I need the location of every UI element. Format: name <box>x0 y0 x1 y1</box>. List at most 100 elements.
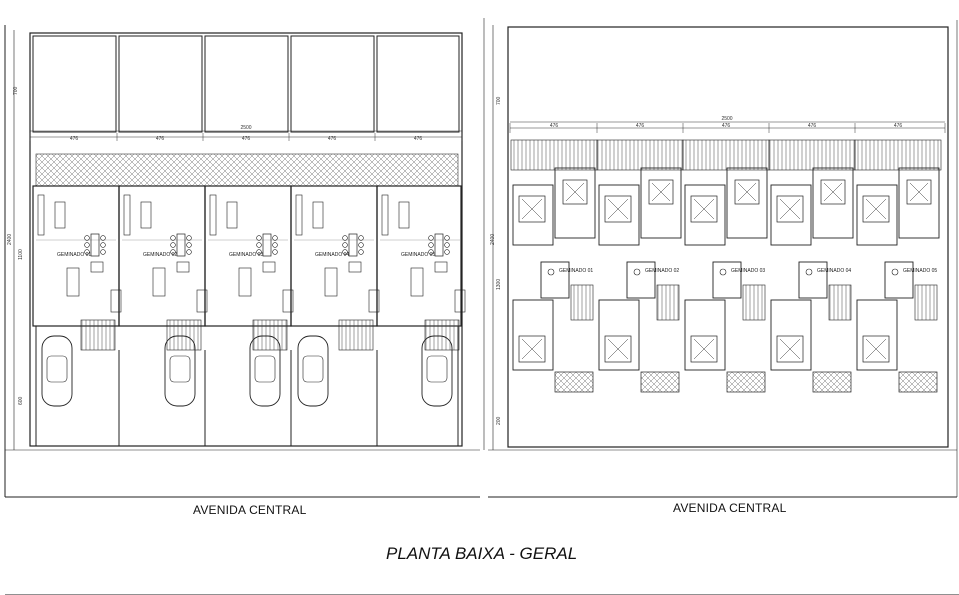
bathroom <box>626 261 656 299</box>
upper-unit: GEMINADO 02 <box>596 139 684 393</box>
unit-label: GEMINADO 05 <box>401 252 435 258</box>
chair <box>100 249 106 255</box>
ground-side-dim: 1100 <box>18 249 24 260</box>
lavatory <box>368 289 380 313</box>
toilet <box>891 268 899 276</box>
toilet <box>633 268 641 276</box>
chair <box>444 242 450 248</box>
unit-label: GEMINADO 03 <box>229 252 263 258</box>
chair <box>428 242 434 248</box>
stairs <box>166 319 202 351</box>
chair <box>256 235 262 241</box>
car-roof <box>302 355 324 383</box>
chair <box>84 249 90 255</box>
ground-side-dim: 2400 <box>7 234 13 245</box>
ground-unit: GEMINADO 02 <box>122 194 208 407</box>
upper-lot-width: 476 <box>550 123 559 129</box>
bedroom <box>640 167 682 239</box>
upper-lot-width: 476 <box>636 123 645 129</box>
chair <box>186 242 192 248</box>
balcony <box>898 371 938 393</box>
bedroom <box>770 184 812 246</box>
chair <box>100 242 106 248</box>
bed <box>690 335 718 363</box>
car <box>41 335 73 407</box>
bedroom <box>770 299 812 371</box>
upper-side-dim: 700 <box>496 96 502 105</box>
bed <box>604 195 632 223</box>
car-roof <box>254 355 276 383</box>
upper-unit: GEMINADO 01 <box>510 139 598 393</box>
balcony <box>554 371 594 393</box>
bed <box>604 335 632 363</box>
chair <box>428 235 434 241</box>
kitchen-island <box>54 201 66 229</box>
bed-line <box>607 338 629 360</box>
street-label-right: AVENIDA CENTRAL <box>673 501 787 515</box>
bedroom <box>512 299 554 371</box>
bed-line <box>693 338 715 360</box>
dining-table <box>176 233 186 257</box>
car <box>421 335 453 407</box>
chair <box>170 242 176 248</box>
bathroom <box>884 261 914 299</box>
chair <box>272 235 278 241</box>
bed-line <box>779 198 801 220</box>
chair <box>342 242 348 248</box>
ground-lot-width: 476 <box>328 136 337 142</box>
chair <box>84 242 90 248</box>
balcony <box>812 371 852 393</box>
roof-strip <box>596 139 684 171</box>
bed-line <box>779 338 801 360</box>
unit-label: GEMINADO 03 <box>731 268 765 274</box>
bedroom <box>684 184 726 246</box>
bed-line <box>651 182 671 202</box>
ground-side-dim: 600 <box>18 396 24 405</box>
lavatory <box>110 289 122 313</box>
armchair <box>176 261 190 273</box>
bed <box>906 179 932 205</box>
chair <box>170 235 176 241</box>
unit-label: GEMINADO 04 <box>315 252 349 258</box>
ground-lot-width: 476 <box>156 136 165 142</box>
upper-lot-width: 476 <box>808 123 817 129</box>
ground-overall-width: 2500 <box>240 125 251 131</box>
bed <box>776 195 804 223</box>
sofa <box>238 267 252 297</box>
toilet <box>805 268 813 276</box>
bathroom <box>798 261 828 299</box>
ground-lot-width: 476 <box>242 136 251 142</box>
lavatory <box>454 289 466 313</box>
upper-lot-width: 476 <box>894 123 903 129</box>
lavatory <box>282 289 294 313</box>
upper-lot-width: 476 <box>722 123 731 129</box>
bed-line <box>565 182 585 202</box>
kitchen-counter <box>209 194 217 236</box>
chair <box>342 235 348 241</box>
stairs <box>914 284 938 321</box>
bed-line <box>909 182 929 202</box>
chair <box>100 235 106 241</box>
upper-floor-plan: 2500 476 476 476 476 476 700 2400 1300 2… <box>490 26 949 448</box>
unit-label: GEMINADO 04 <box>817 268 851 274</box>
armchair <box>262 261 276 273</box>
unit-label: GEMINADO 01 <box>559 268 593 274</box>
upper-side-dim: 2400 <box>490 234 496 245</box>
bed <box>648 179 674 205</box>
drawing-title: PLANTA BAIXA - GERAL <box>386 544 578 563</box>
bed-line <box>823 182 843 202</box>
chair <box>444 235 450 241</box>
stairs <box>424 319 460 351</box>
bedroom <box>726 167 768 239</box>
stairs <box>656 284 680 321</box>
ground-lot-width: 476 <box>414 136 423 142</box>
upper-unit: GEMINADO 04 <box>768 139 856 393</box>
ground-unit: GEMINADO 04 <box>294 194 380 407</box>
car-roof <box>426 355 448 383</box>
unit-label: GEMINADO 01 <box>57 252 91 258</box>
bedroom <box>856 299 898 371</box>
bedroom <box>684 299 726 371</box>
car-roof <box>169 355 191 383</box>
bed-line <box>521 338 543 360</box>
armchair <box>434 261 448 273</box>
